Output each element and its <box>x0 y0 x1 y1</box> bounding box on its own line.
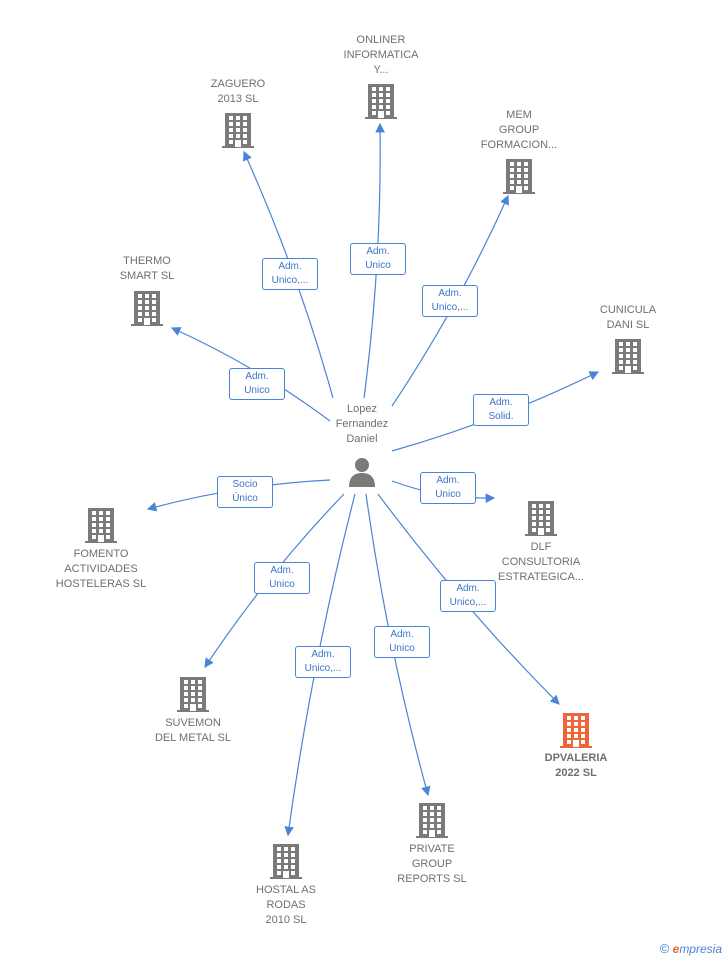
relation-label-private[interactable]: Adm. Unico <box>374 626 430 658</box>
brand-initial: e <box>672 942 680 956</box>
building-icon <box>221 112 255 148</box>
building-icon <box>559 712 593 748</box>
relation-label-mem[interactable]: Adm. Unico,... <box>422 285 478 317</box>
building-icon <box>269 843 303 879</box>
building-icon <box>84 507 118 543</box>
relation-label-onliner[interactable]: Adm. Unico <box>350 243 406 275</box>
company-name: FOMENTO ACTIVIDADES HOSTELERAS SL <box>55 548 147 590</box>
person-icon <box>349 458 375 487</box>
company-name: ONLINER INFORMATICA Y... <box>343 34 419 76</box>
relation-label-cunicula[interactable]: Adm. Solid. <box>473 394 529 426</box>
building-icon <box>176 676 210 712</box>
company-name: DLF CONSULTORIA ESTRATEGICA... <box>498 541 584 583</box>
person-name: Lopez Fernandez Daniel <box>335 403 389 445</box>
building-icon <box>364 83 398 119</box>
building-icon <box>524 500 558 536</box>
building-icon <box>502 158 536 194</box>
relation-label-thermo[interactable]: Adm. Unico <box>229 368 285 400</box>
building-icon <box>415 802 449 838</box>
company-name: DPVALERIA 2022 SL <box>544 752 608 779</box>
building-icon <box>130 290 164 326</box>
company-name: SUVEMON DEL METAL SL <box>154 717 231 744</box>
company-name: PRIVATE GROUP REPORTS SL <box>397 843 467 885</box>
company-name: CUNICULA DANI SL <box>599 304 657 331</box>
company-name: ZAGUERO 2013 SL <box>210 78 266 105</box>
relation-label-dlf[interactable]: Adm. Unico <box>420 472 476 504</box>
watermark: © empresia <box>660 941 722 956</box>
company-name: HOSTAL AS RODAS 2010 SL <box>256 884 316 926</box>
company-name: THERMO SMART SL <box>119 255 175 282</box>
company-name: MEM GROUP FORMACION... <box>480 109 558 151</box>
brand-name: mpresia <box>679 942 722 956</box>
relation-label-suvemon[interactable]: Adm. Unico <box>254 562 310 594</box>
copyright-symbol: © <box>659 941 670 956</box>
relation-label-zaguero[interactable]: Adm. Unico,... <box>262 258 318 290</box>
building-icon <box>611 338 645 374</box>
relation-label-dpvaleria[interactable]: Adm. Unico,... <box>440 580 496 612</box>
relation-label-fomento[interactable]: Socio Único <box>217 476 273 508</box>
relation-label-hostal[interactable]: Adm. Unico,... <box>295 646 351 678</box>
